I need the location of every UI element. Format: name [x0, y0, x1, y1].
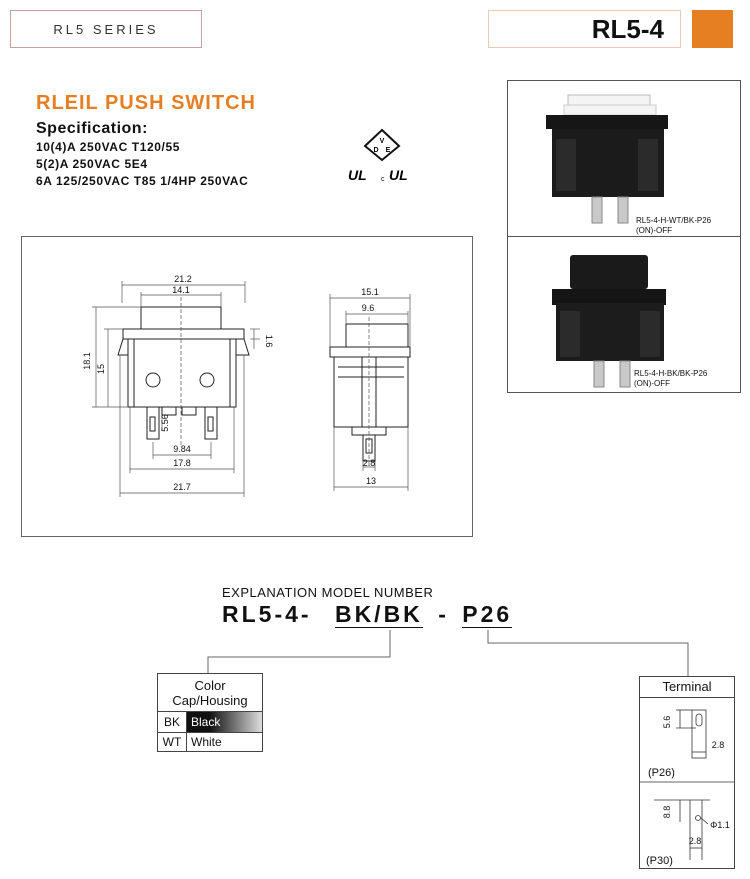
color-row-white: WT White [158, 733, 262, 752]
color-code-bk: BK [158, 712, 187, 732]
ul-logo-icon: UL [348, 167, 367, 183]
p26-dim-width: 2.8 [712, 740, 725, 750]
dim-terminal-spacing: 9.84 [173, 444, 191, 454]
dim-body-width: 17.8 [173, 458, 191, 468]
photo-panel-white: RL5-4-H-WT/BK-P26 (ON)-OFF [507, 80, 741, 237]
dim-body-height: 15 [96, 364, 106, 374]
color-name-white: White [191, 735, 222, 749]
dim-total-height: 18.1 [82, 352, 92, 370]
photo-panel-black: RL5-4-H-BK/BK-P26 (ON)-OFF [507, 236, 741, 393]
spec-line-1: 10(4)A 250VAC T120/55 [36, 140, 181, 154]
dim-side-body: 13 [366, 476, 376, 486]
svg-text:E: E [386, 147, 391, 154]
color-name-black: Black [187, 712, 262, 732]
switch-white-image [546, 94, 668, 224]
dim-flange: 1.6 [264, 335, 274, 348]
accent-square [692, 10, 733, 48]
color-table-header-1: Color [194, 678, 226, 693]
dimension-drawing: 21.2 14.1 18.1 15 1.6 5.56 9.84 17.8 21.… [21, 236, 473, 537]
p30-label: (P30) [646, 855, 673, 867]
dim-terminal-height: 5.56 [160, 414, 170, 432]
drawing-svg: 21.2 14.1 18.1 15 1.6 5.56 9.84 17.8 21.… [82, 274, 411, 497]
switch-black-image [552, 255, 666, 388]
product-title: RLEIL PUSH SWITCH [36, 92, 256, 114]
p26-dim-height: 5.6 [662, 716, 672, 729]
photo-white-state: (ON)-OFF [636, 226, 672, 235]
model-label-box: RL5-4 [488, 10, 681, 48]
color-table-header-2: Cap/Housing [172, 693, 248, 708]
svg-text:UL: UL [389, 167, 408, 183]
spec-heading: Specification: [36, 120, 148, 137]
terminal-drawings: 5.6 2.8 (P26) 8.8 Φ1.1 2.8 (P30) [640, 709, 734, 867]
terminal-header: Terminal [640, 677, 734, 698]
svg-text:D: D [373, 147, 378, 154]
explanation-model: RL5-4- BK/BK - P26 [222, 601, 513, 628]
color-table: Color Cap/Housing BK Black WT White [157, 673, 263, 752]
svg-text:c: c [381, 176, 385, 183]
dim-front-width-bottom: 21.7 [173, 482, 191, 492]
photo-black-model: RL5-4-H-BK/BK-P26 [634, 369, 708, 378]
p26-label: (P26) [648, 767, 675, 779]
dim-cap-width: 14.1 [172, 285, 190, 295]
model-prefix: RL5-4- [222, 601, 312, 627]
p30-dim-hole: Φ1.1 [710, 820, 730, 830]
model-dash: - [438, 601, 449, 627]
vde-logo-icon: V D E [363, 128, 401, 162]
dim-side-cap: 9.6 [362, 303, 375, 313]
svg-text:UL: UL [348, 167, 367, 183]
model-color-code: BK/BK [334, 601, 423, 628]
model-label: RL5-4 [591, 13, 664, 44]
series-label-box: RL5 SERIES [10, 10, 202, 48]
terminal-box: Terminal 5.6 2.8 (P26) 8.8 Φ1.1 2.8 (P30… [639, 676, 735, 869]
model-terminal-code: P26 [462, 601, 513, 628]
color-table-header: Color Cap/Housing [158, 674, 262, 712]
svg-text:V: V [380, 138, 385, 145]
p30-dim-height: 8.8 [662, 806, 672, 819]
spec-line-3: 6A 125/250VAC T85 1/4HP 250VAC [36, 174, 249, 188]
color-row-black: BK Black [158, 712, 262, 733]
explanation-title: EXPLANATION MODEL NUMBER [222, 585, 434, 600]
dim-side-width: 15.1 [361, 287, 379, 297]
photo-black-state: (ON)-OFF [634, 379, 670, 388]
cul-logo-icon: c UL [381, 167, 408, 183]
dim-side-terminal: 2.8 [363, 458, 376, 468]
spec-line-2: 5(2)A 250VAC 5E4 [36, 157, 148, 171]
p30-dim-width: 2.8 [689, 836, 702, 846]
color-code-wt: WT [158, 733, 187, 752]
photo-white-model: RL5-4-H-WT/BK-P26 [636, 216, 712, 225]
series-label: RL5 SERIES [53, 21, 159, 37]
dim-front-width-top: 21.2 [174, 274, 192, 284]
